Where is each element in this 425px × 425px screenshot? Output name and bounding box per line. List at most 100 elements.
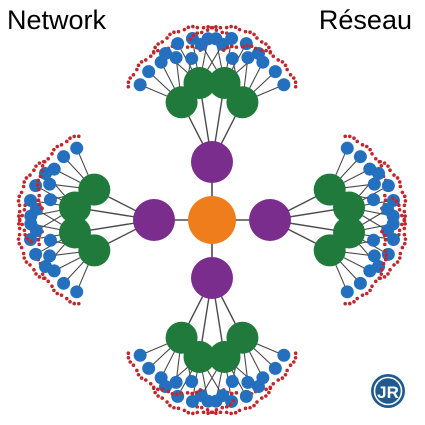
level4-node	[382, 161, 387, 165]
level4-node	[352, 299, 356, 304]
level3-node	[367, 249, 381, 263]
level4-node	[402, 232, 407, 237]
level4-node	[377, 276, 382, 281]
level4-node	[201, 410, 206, 415]
level3-node	[38, 259, 52, 273]
level4-node	[237, 27, 242, 32]
level4-node	[383, 242, 387, 247]
level4-node	[126, 85, 131, 89]
level3-node	[386, 217, 400, 231]
level3-node	[24, 209, 38, 223]
level4-node	[20, 222, 24, 227]
level4-node	[291, 360, 296, 364]
level4-node	[40, 272, 45, 276]
level4-node	[230, 44, 234, 49]
level4-node	[400, 213, 404, 218]
level4-node	[255, 36, 259, 40]
level4-node	[55, 291, 60, 296]
level4-node	[400, 190, 405, 195]
center-node	[188, 196, 236, 244]
level4-node	[293, 351, 298, 355]
level3-node	[29, 247, 43, 261]
level4-node	[135, 368, 139, 373]
level4-node	[68, 136, 72, 141]
level4-node	[40, 164, 45, 168]
level4-node	[233, 25, 238, 30]
level4-node	[293, 85, 298, 89]
level4-node	[176, 29, 181, 34]
level3-node	[225, 32, 239, 46]
level3-node	[241, 51, 255, 65]
level3-node	[340, 141, 354, 155]
level4-node	[400, 245, 405, 250]
level4-node	[176, 406, 181, 411]
level4-node	[268, 50, 273, 55]
level4-node	[285, 67, 289, 72]
level4-node	[24, 260, 29, 264]
level4-node	[156, 42, 160, 46]
level3-node	[47, 162, 61, 176]
level4-node	[384, 253, 389, 257]
level4-node	[77, 134, 81, 139]
level3-node	[381, 202, 395, 216]
level4-node	[52, 147, 56, 152]
level4-node	[143, 58, 148, 62]
level4-node	[214, 408, 219, 412]
level4-node	[397, 203, 401, 208]
level4-node	[28, 173, 32, 177]
level4-node	[19, 190, 24, 195]
level4-node	[37, 202, 42, 207]
level4-node	[182, 27, 187, 32]
level4-node	[195, 31, 200, 35]
level4-node	[355, 139, 360, 144]
level3-node	[43, 249, 57, 263]
level3-node	[171, 37, 185, 51]
level4-node	[29, 239, 33, 244]
level2-node	[313, 234, 346, 267]
level4-node	[214, 25, 218, 29]
level4-node	[22, 228, 27, 233]
level4-node	[402, 241, 407, 246]
level4-node	[34, 272, 38, 276]
level4-node	[400, 222, 404, 227]
level4-node	[402, 203, 407, 208]
level4-node	[403, 199, 408, 203]
level4-node	[151, 49, 156, 54]
level3-node	[185, 394, 199, 408]
level4-node	[128, 360, 133, 364]
level3-node	[154, 371, 168, 385]
level4-node	[59, 143, 64, 147]
level3-node	[43, 193, 57, 207]
level4-node	[288, 72, 293, 77]
level4-node	[32, 267, 36, 272]
level4-node	[237, 408, 242, 413]
level4-node	[259, 40, 264, 44]
level1-node	[249, 199, 291, 241]
level4-node	[264, 42, 268, 46]
level4-node	[276, 378, 281, 382]
level2-node	[78, 173, 111, 206]
level4-node	[403, 237, 408, 241]
level4-node	[156, 394, 160, 398]
level4-node	[259, 396, 264, 400]
level1-node	[133, 199, 175, 241]
level4-node	[194, 390, 199, 395]
level4-node	[205, 28, 210, 32]
level4-node	[373, 279, 378, 284]
level4-node	[224, 410, 229, 415]
level3-node	[24, 193, 38, 207]
level4-node	[214, 28, 219, 32]
level4-node	[248, 405, 252, 410]
level3-node	[194, 37, 208, 51]
level4-node	[151, 385, 156, 390]
level4-node	[264, 387, 268, 392]
level4-node	[231, 399, 236, 403]
level4-node	[126, 355, 131, 360]
level4-node	[195, 25, 200, 30]
level4-node	[17, 226, 22, 231]
level4-node	[360, 143, 365, 147]
level4-node	[198, 388, 203, 392]
level4-node	[28, 263, 32, 267]
level4-node	[383, 257, 388, 262]
level4-node	[373, 156, 378, 161]
